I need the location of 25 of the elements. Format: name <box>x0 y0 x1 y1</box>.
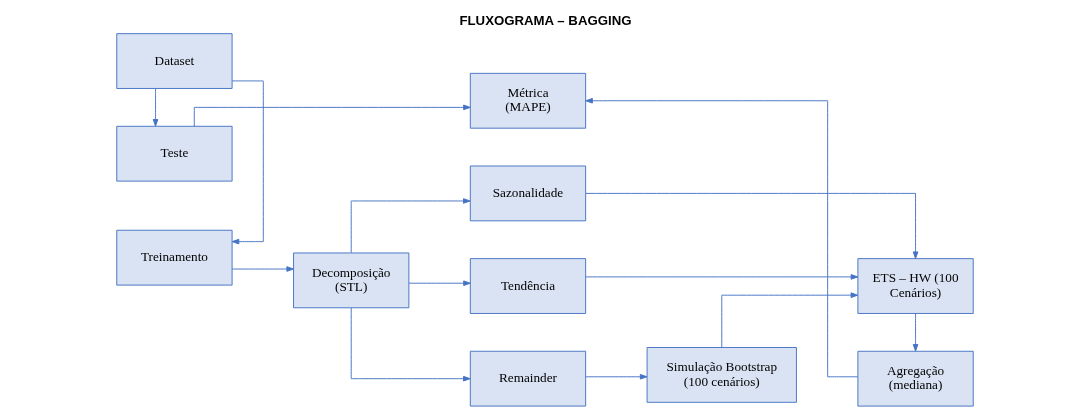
arrow <box>912 313 918 352</box>
node-box: Simulação Bootstrap (100 cenários) <box>646 347 797 403</box>
arrow <box>584 374 647 380</box>
node-box: Sazonalidade <box>469 165 586 222</box>
arrow <box>152 88 158 127</box>
arrow <box>350 307 471 382</box>
node-box: Teste <box>115 125 233 182</box>
node-box: Treinamento <box>115 229 233 286</box>
diagram-title: FLUXOGRAMA – BAGGING <box>458 13 632 29</box>
node-box: ETS – HW (100 Cenários) <box>856 258 974 314</box>
node-box: Agregação (mediana) <box>856 350 974 407</box>
arrow <box>585 274 858 280</box>
node-box: Tendência <box>469 258 586 314</box>
arrow <box>350 198 471 254</box>
arrow <box>584 97 858 378</box>
node-box: Remainder <box>469 350 586 407</box>
node-box: Decomposição (STL) <box>292 252 409 309</box>
arrow <box>193 104 471 127</box>
node-box: Métrica (MAPE) <box>469 72 586 129</box>
arrow <box>231 266 294 272</box>
node-box: Dataset <box>115 33 233 89</box>
arrow <box>720 292 858 348</box>
arrow <box>231 80 264 245</box>
arrow <box>408 280 471 286</box>
arrow <box>585 192 918 259</box>
